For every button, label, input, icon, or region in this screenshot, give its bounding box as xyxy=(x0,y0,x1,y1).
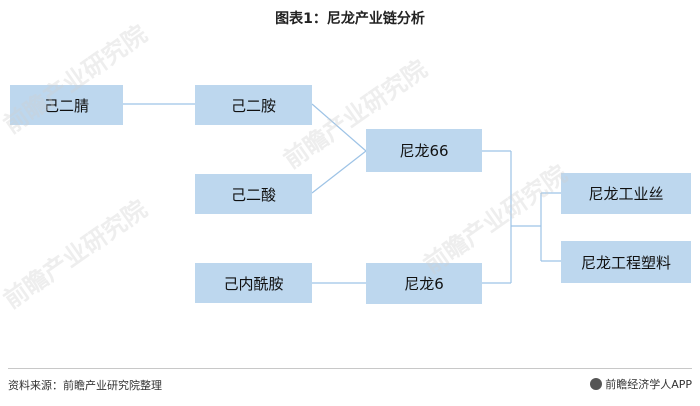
source-note: 资料来源：前瞻产业研究院整理 xyxy=(8,379,162,392)
brand-logo-icon xyxy=(590,378,603,390)
node-nylon66: 尼龙66 xyxy=(366,129,482,172)
chart-title: 图表1：尼龙产业链分析 xyxy=(275,11,425,27)
node-adiponitrile: 己二腈 xyxy=(10,85,123,125)
brand-name: 前瞻经济学人APP xyxy=(605,378,692,391)
link-adipic-nylon66 xyxy=(311,150,367,194)
link-hmd-nylon66 xyxy=(311,103,367,152)
node-hexamethylenediamine: 己二胺 xyxy=(195,85,312,125)
brand-credit: 前瞻经济学人APP xyxy=(590,376,692,392)
node-nylon6: 尼龙6 xyxy=(366,263,482,304)
footer-divider xyxy=(8,368,692,369)
node-engineering-plastic: 尼龙工程塑料 xyxy=(561,241,691,283)
node-industrial-yarn: 尼龙工业丝 xyxy=(561,173,691,214)
node-caprolactam: 己内酰胺 xyxy=(195,263,312,303)
node-adipic-acid: 己二酸 xyxy=(195,174,312,214)
